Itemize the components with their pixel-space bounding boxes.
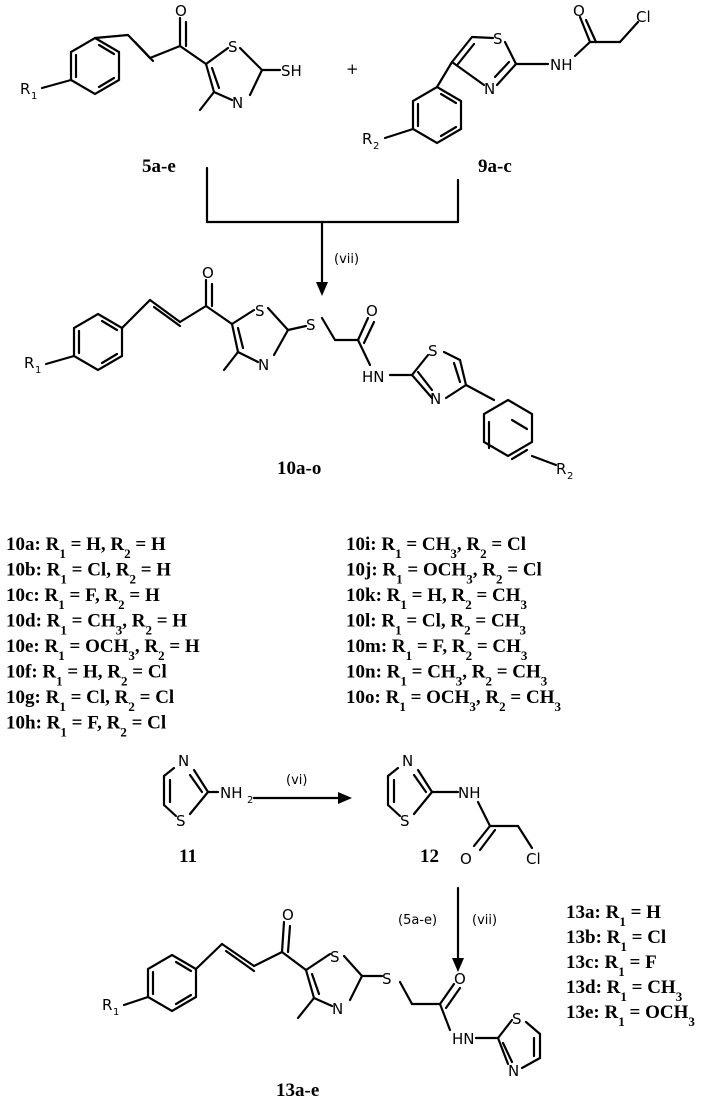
atom-S: S xyxy=(512,1010,522,1028)
atom-N: N xyxy=(258,356,269,374)
structure-11 xyxy=(162,766,220,818)
reagent-5a-e: (5a-e) xyxy=(398,913,437,928)
substituent-entry-10b: 10b: R1 = Cl, R2 = H xyxy=(6,560,171,587)
atom-sub1: 1 xyxy=(113,1007,119,1018)
atom-N: N xyxy=(430,390,441,408)
substituent-entry-10n: 10n: R1 = CH3, R2 = CH3 xyxy=(346,662,548,689)
atom-O: O xyxy=(175,2,187,20)
atom-N: N xyxy=(178,752,189,770)
substituent-entry-10d: 10d: R1 = CH3, R2 = H xyxy=(6,611,187,638)
atom-sub2: 2 xyxy=(247,795,253,806)
atom-sub1: 1 xyxy=(31,91,37,102)
atom-R: R xyxy=(24,354,34,372)
atom-SH: SH xyxy=(281,62,302,80)
atom-S: S xyxy=(306,316,316,334)
plus-sign: + xyxy=(346,60,359,78)
compound-9a-c: 9a-c xyxy=(478,156,512,177)
substituent-entry-10h: 10h: R1 = F, R2 = Cl xyxy=(6,713,166,740)
structure-10a-o xyxy=(44,278,558,467)
atom-NH: NH xyxy=(220,784,243,802)
arrow-vi xyxy=(252,792,352,804)
atom-O: O xyxy=(282,906,294,924)
atom-R: R xyxy=(556,460,566,478)
atom-NH: NH xyxy=(458,784,481,802)
atom-HN: HN xyxy=(452,1030,475,1048)
atom-O: O xyxy=(366,302,378,320)
substituent-entry-10c: 10c: R1 = F, R2 = H xyxy=(6,585,160,612)
atom-N: N xyxy=(484,80,495,98)
compound-5a-e: 5a-e xyxy=(142,156,176,177)
substituent-entry-10e: 10e: R1 = OCH3, R2 = H xyxy=(6,636,200,663)
structure-13a-e xyxy=(122,920,542,1070)
atom-HN: HN xyxy=(362,368,385,386)
atom-R: R xyxy=(20,80,30,98)
atom-N: N xyxy=(332,1000,343,1018)
atom-O: O xyxy=(460,850,472,868)
structure-12 xyxy=(386,766,534,852)
atom-R: R xyxy=(362,130,372,148)
atom-S: S xyxy=(493,30,503,48)
atom-sub2: 2 xyxy=(567,471,573,482)
substituent-entry-13a: 13a: R1 = H xyxy=(566,902,661,929)
substituent-entry-13d: 13d: R1 = CH3 xyxy=(566,977,683,1004)
atom-S: S xyxy=(382,970,392,988)
substituent-entry-10m: 10m: R1 = F, R2 = CH3 xyxy=(346,636,528,663)
substituent-entry-13b: 13b: R1 = Cl xyxy=(566,927,666,954)
atom-N: N xyxy=(508,1062,519,1080)
substituent-entry-10k: 10k: R1 = H, R2 = CH3 xyxy=(346,585,528,612)
reagent-vi: (vi) xyxy=(286,773,307,788)
compound-13a-e: 13a-e xyxy=(276,1080,319,1101)
atom-O: O xyxy=(454,970,466,988)
structure-9a-c xyxy=(383,15,640,145)
structure-5a-e xyxy=(40,16,282,112)
atom-S: S xyxy=(400,812,410,830)
atom-Cl: Cl xyxy=(526,850,541,868)
compound-10a-o: 10a-o xyxy=(277,458,321,479)
atom-NH: NH xyxy=(550,56,573,74)
atom-S: S xyxy=(428,342,438,360)
substituent-entry-10l: 10l: R1 = Cl, R2 = CH3 xyxy=(346,611,526,638)
atom-S: S xyxy=(330,948,340,966)
substituent-entry-10f: 10f: R1 = H, R2 = Cl xyxy=(6,662,167,689)
atom-S: S xyxy=(176,812,186,830)
atom-sub1: 1 xyxy=(35,365,41,376)
compound-12: 12 xyxy=(420,846,439,867)
reaction-bracket xyxy=(205,166,460,296)
substituent-entry-10j: 10j: R1 = OCH3, R2 = Cl xyxy=(346,560,542,587)
reagent-vii-top: (vii) xyxy=(334,252,359,267)
substituent-entry-13c: 13c: R1 = F xyxy=(566,952,657,979)
substituent-entry-13e: 13e: R1 = OCH3 xyxy=(566,1002,695,1029)
atom-O: O xyxy=(573,2,585,20)
atom-S: S xyxy=(255,302,265,320)
atom-N: N xyxy=(232,94,243,112)
arrow-vii-lower xyxy=(452,886,464,972)
atom-S: S xyxy=(228,38,238,56)
reagent-vii-lower: (vii) xyxy=(472,913,497,928)
substituent-entry-10i: 10i: R1 = CH3, R2 = Cl xyxy=(346,534,526,561)
atom-O: O xyxy=(202,264,214,282)
atom-sub2: 2 xyxy=(373,141,379,152)
substituent-entry-10a: 10a: R1 = H, R2 = H xyxy=(6,534,166,561)
substituent-entry-10o: 10o: R1 = OCH3, R2 = CH3 xyxy=(346,687,561,714)
atom-R: R xyxy=(102,996,112,1014)
compound-11: 11 xyxy=(179,846,197,867)
atom-Cl: Cl xyxy=(636,8,651,26)
substituent-entry-10g: 10g: R1 = Cl, R2 = Cl xyxy=(6,687,174,714)
atom-N: N xyxy=(402,752,413,770)
